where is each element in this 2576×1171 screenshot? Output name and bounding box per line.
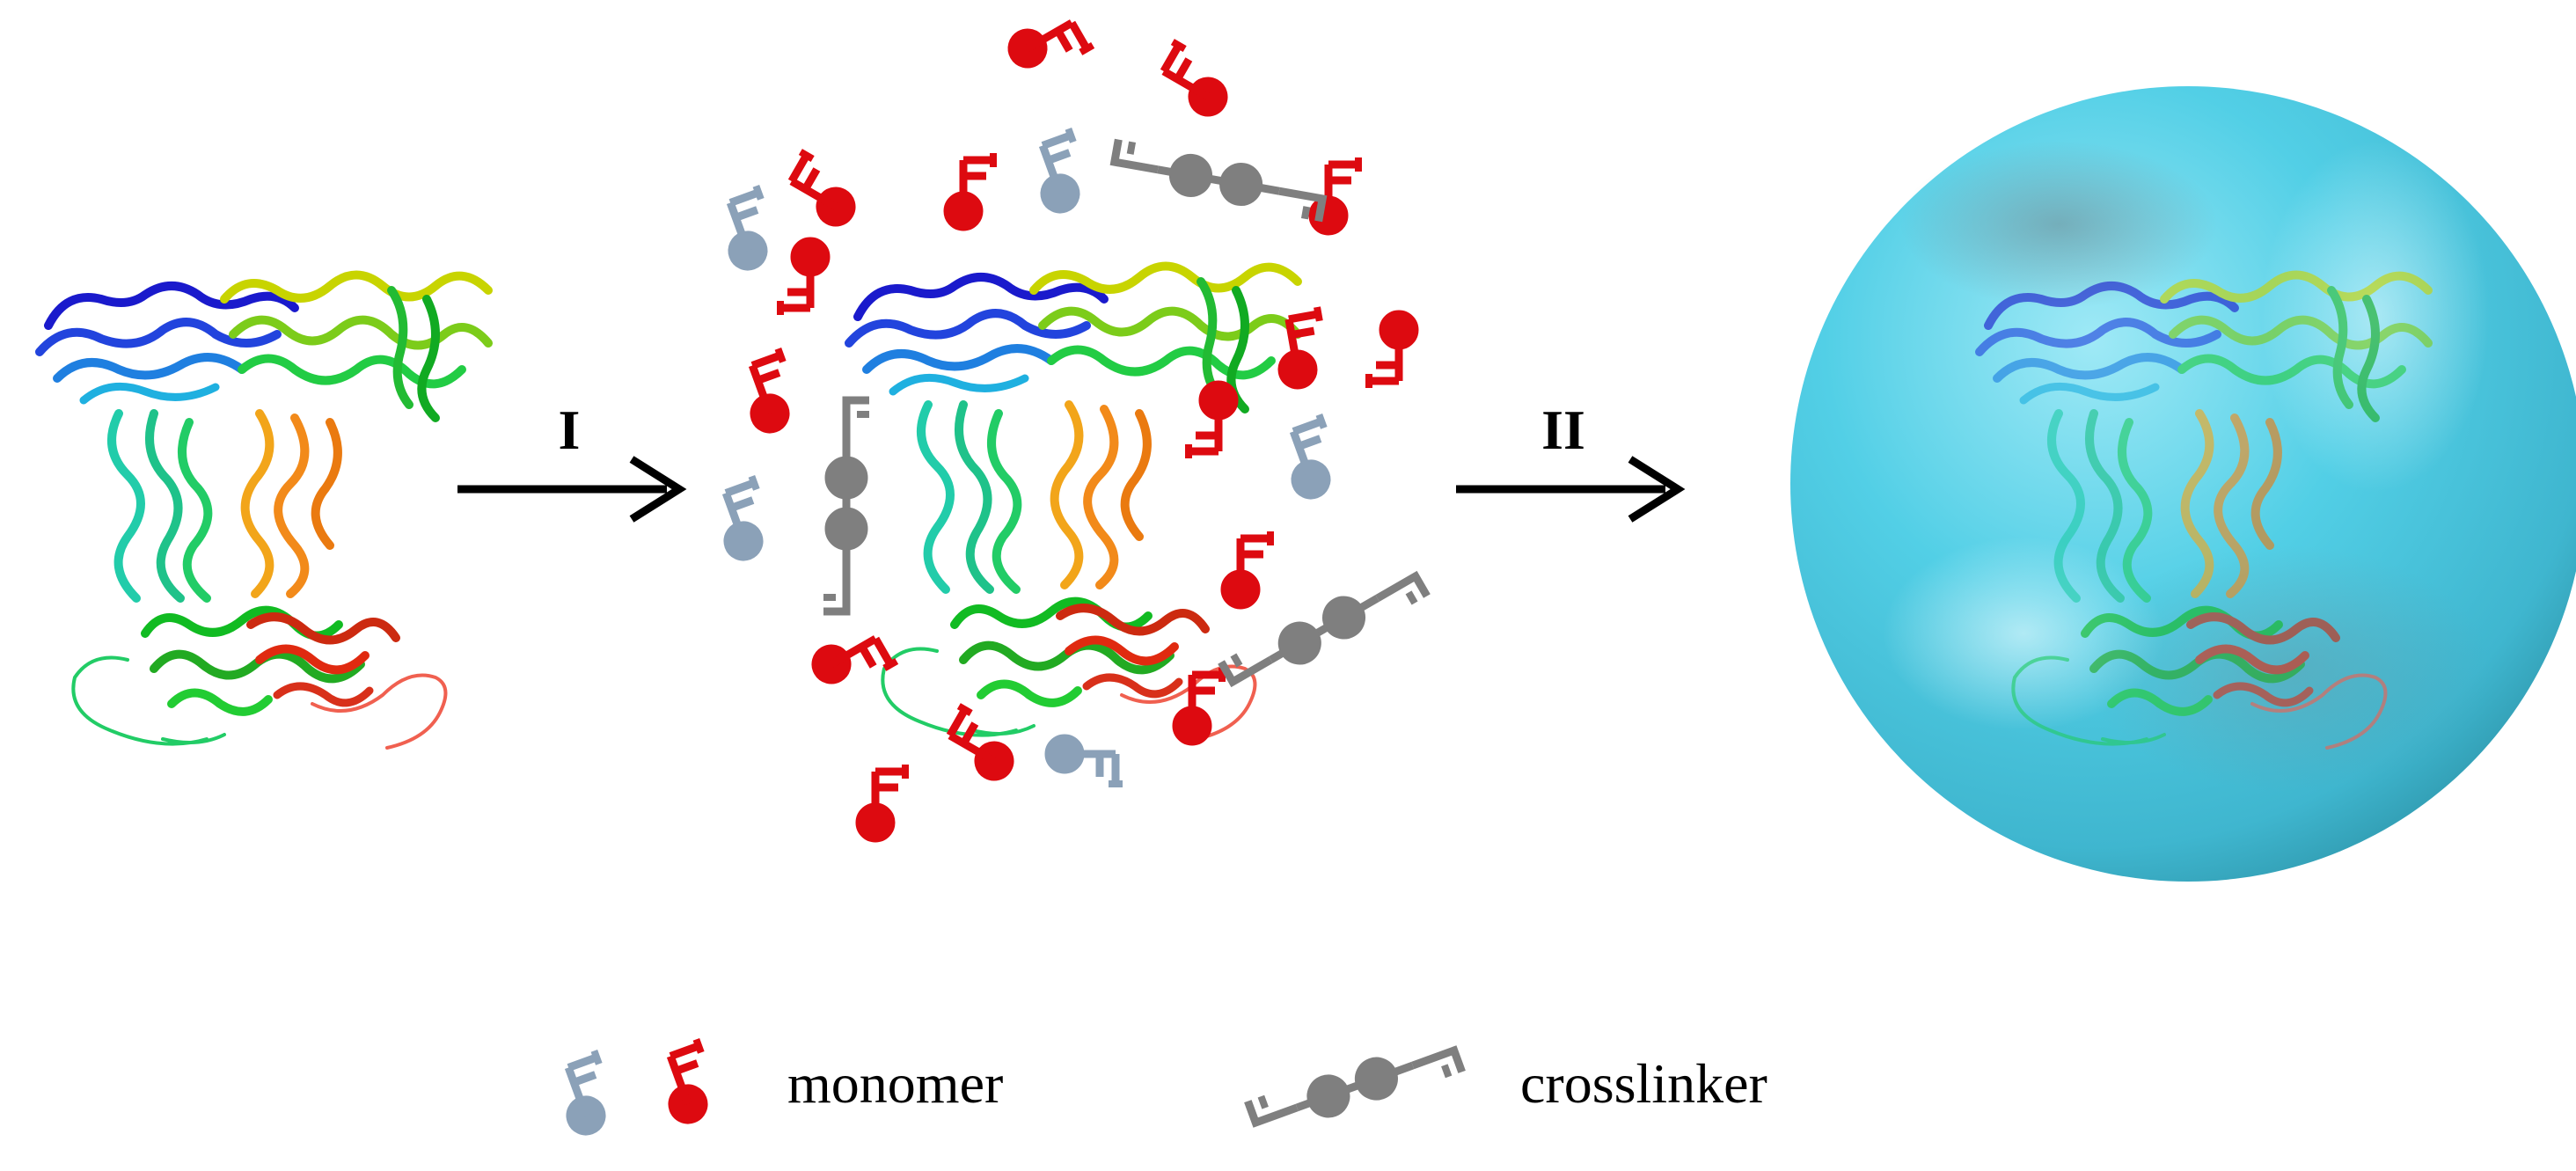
monomer-cloud: [706, 3, 1427, 842]
monomer-icon: [548, 1050, 621, 1140]
step-label-2: II: [1541, 399, 1585, 461]
antibody-ribbon-icon: [849, 267, 1298, 740]
reaction-arrow-1: I: [457, 399, 687, 523]
antibody-ribbon-icon: [40, 275, 488, 749]
crosslinker-icon: [1248, 1029, 1461, 1145]
reaction-arrow-2: II: [1456, 399, 1686, 523]
step-label-1: I: [559, 399, 581, 461]
monomer-icon: [650, 1039, 723, 1129]
legend: monomer crosslinker: [548, 1029, 1767, 1145]
polymer-shell-icon: [1790, 86, 2576, 882]
legend-monomer-label: monomer: [787, 1052, 1003, 1115]
monomer-icon: [706, 128, 1346, 784]
legend-crosslinker-label: crosslinker: [1520, 1052, 1767, 1115]
